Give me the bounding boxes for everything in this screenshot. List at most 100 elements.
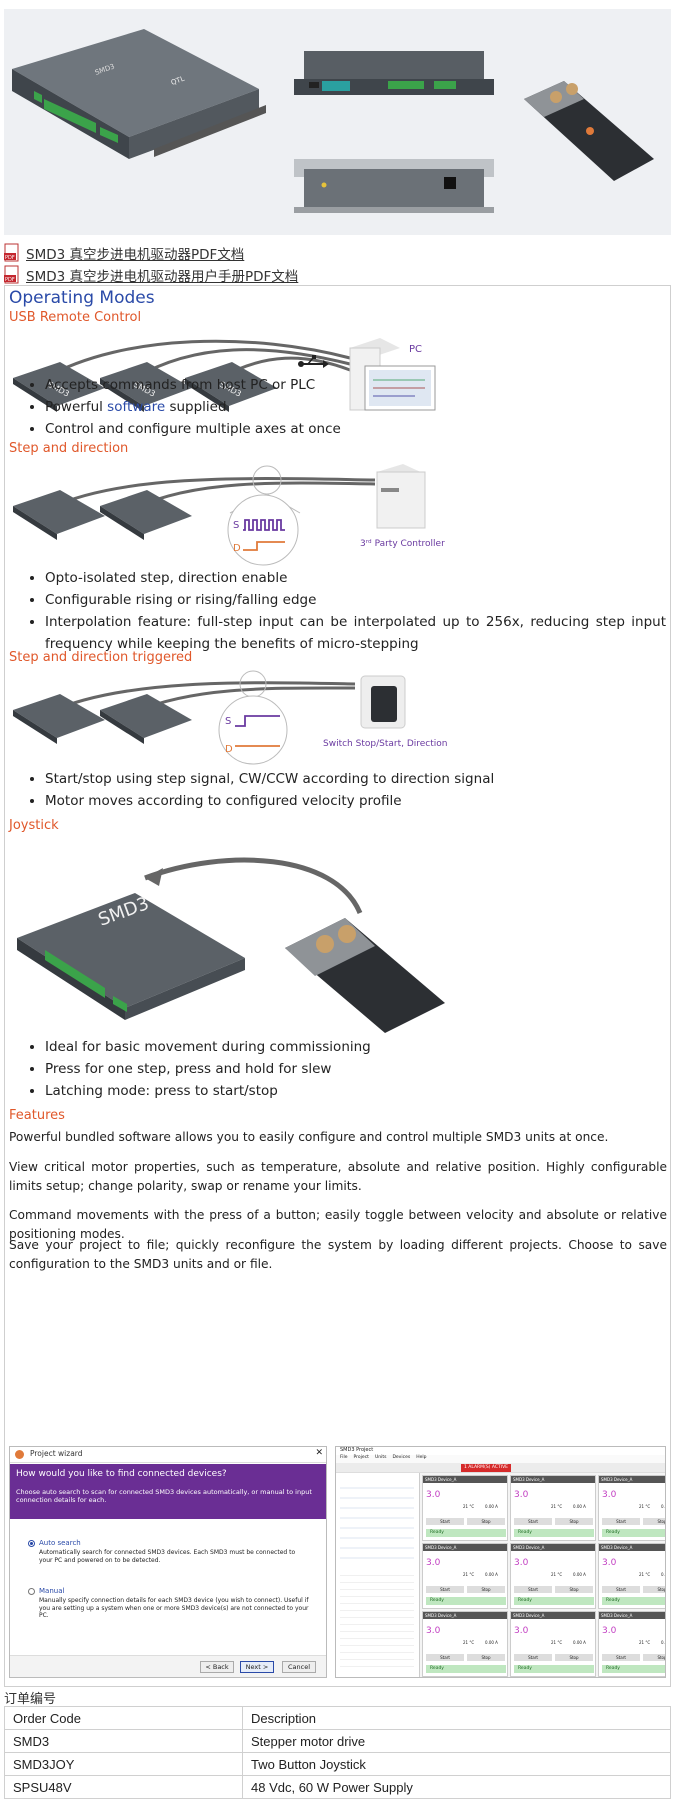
software-link[interactable]: software: [107, 399, 166, 415]
radio-selected[interactable]: [28, 1540, 35, 1547]
stop-button[interactable]: Stop: [467, 1654, 505, 1661]
panel-value: 3.0: [514, 1626, 529, 1636]
order-codes-table: Order Code Description SMD3 Stepper moto…: [4, 1706, 671, 1799]
list-item: Powerful software supplied: [45, 396, 670, 418]
mode-title-usb: USB Remote Control: [9, 310, 142, 325]
ready-status: Ready: [514, 1665, 594, 1673]
wizard-title: Project wizard: [30, 1449, 83, 1458]
list-item: Latching mode: press to start/stop: [45, 1080, 670, 1102]
stop-button[interactable]: Stop: [555, 1586, 593, 1593]
panel-temp: 21 °C: [639, 1504, 651, 1509]
wizard-intro: Choose auto search to scan for connected…: [16, 1488, 312, 1504]
auto-search-desc: Automatically search for connected SMD3 …: [39, 1549, 296, 1564]
stop-button[interactable]: Stop: [555, 1654, 593, 1661]
smd3-unit-3: SMD3: [185, 362, 277, 412]
joystick-diagram: SMD3: [17, 857, 445, 1033]
panel-temp: 21 °C: [639, 1640, 651, 1645]
stop-button[interactable]: Stop: [467, 1518, 505, 1525]
table-header-row: Order Code Description: [4, 1706, 671, 1730]
controller-label: 3ʳᵈ Party Controller: [360, 539, 445, 549]
pdf-link-user-manual[interactable]: PDF SMD3 真空步进电机驱动器用户手册PDF文档: [4, 264, 671, 286]
start-button[interactable]: Start: [426, 1654, 464, 1661]
close-icon[interactable]: ✕: [315, 1448, 323, 1458]
text-fragment: supplied: [165, 399, 227, 415]
panel-temp: 21 °C: [551, 1504, 563, 1509]
drive-unit-rear: [294, 51, 494, 95]
panel-value: 3.0: [514, 1490, 529, 1500]
smd3-app-screenshot: SMD3 Project File Project Units Devices …: [335, 1446, 666, 1678]
back-button[interactable]: < Back: [200, 1661, 234, 1673]
alarm-badge[interactable]: 1 ALARM(S) ACTIVE: [461, 1464, 512, 1472]
start-button[interactable]: Start: [602, 1586, 640, 1593]
panel-header: SMD3 Device_A: [423, 1544, 507, 1551]
svg-text:PDF: PDF: [5, 277, 15, 283]
stop-button[interactable]: Stop: [643, 1586, 665, 1593]
panel-header: SMD3 Device_A: [511, 1612, 595, 1619]
pdf-link-datasheet[interactable]: PDF SMD3 真空步进电机驱动器PDF文档: [4, 242, 671, 264]
start-button[interactable]: Start: [514, 1654, 552, 1661]
table-cell: Stepper motor drive: [242, 1729, 671, 1753]
start-button[interactable]: Start: [514, 1518, 552, 1525]
panel-current: 0.00 A: [573, 1640, 586, 1645]
stop-button[interactable]: Stop: [643, 1654, 665, 1661]
panel-temp: 21 °C: [639, 1572, 651, 1577]
panel-header: SMD3 Device_A: [599, 1612, 665, 1619]
step-signal-waveform: [243, 519, 285, 531]
pdf-link-label[interactable]: SMD3 真空步进电机驱动器用户手册PDF文档: [26, 269, 299, 285]
mode-title-joystick: Joystick: [9, 818, 59, 833]
panel-header: SMD3 Device_A: [423, 1476, 507, 1483]
mode-title-triggered: Step and direction triggered: [9, 650, 193, 665]
panel-temp: 21 °C: [463, 1640, 475, 1645]
table-header-cell: Order Code: [4, 1706, 243, 1730]
manual-desc: Manually specify connection details for …: [39, 1597, 309, 1619]
start-button[interactable]: Start: [514, 1586, 552, 1593]
cancel-button[interactable]: Cancel: [282, 1661, 316, 1673]
table-cell: SPSU48V: [4, 1775, 243, 1799]
start-button[interactable]: Start: [602, 1518, 640, 1525]
panel-current: 0.00 A: [661, 1572, 665, 1577]
start-button[interactable]: Start: [426, 1518, 464, 1525]
panel-current: 0.00 A: [661, 1504, 665, 1509]
pc-tower-icon: [349, 338, 436, 411]
menu-item-help[interactable]: Help: [416, 1455, 427, 1460]
svg-text:PDF: PDF: [5, 255, 15, 261]
menu-item-units[interactable]: Units: [374, 1455, 387, 1460]
joystick-feature-list: Ideal for basic movement during commissi…: [5, 1036, 670, 1102]
usb-remote-diagram: SMD3 SMD3 SMD3 PC: [13, 338, 436, 412]
app-logo-icon: [15, 1450, 24, 1459]
menu-item-devices[interactable]: Devices: [392, 1455, 411, 1460]
panel-temp: 21 °C: [463, 1572, 475, 1577]
smd3-unit-1: SMD3: [13, 362, 105, 412]
stop-button[interactable]: Stop: [555, 1518, 593, 1525]
menu-item-project[interactable]: Project: [353, 1455, 369, 1460]
stop-button[interactable]: Stop: [643, 1518, 665, 1525]
features-paragraph-1: Powerful bundled software allows you to …: [9, 1130, 609, 1144]
table-cell: SMD3JOY: [4, 1752, 243, 1776]
triggered-diagram: S D Switch Stop/Start, Direction: [13, 670, 447, 765]
menu-item-file[interactable]: File: [340, 1455, 348, 1460]
ready-status: Ready: [426, 1529, 506, 1537]
panel-current: 0.00 A: [661, 1640, 665, 1645]
stop-button[interactable]: Stop: [467, 1586, 505, 1593]
pdf-file-icon: PDF: [4, 265, 21, 285]
order-codes-title: 订单编号: [4, 1692, 57, 1707]
pc-label: PC: [409, 344, 422, 355]
list-item: Start/stop using step signal, CW/CCW acc…: [45, 768, 670, 790]
pdf-link-label[interactable]: SMD3 真空步进电机驱动器PDF文档: [26, 247, 245, 263]
panel-current: 0.00 A: [485, 1504, 498, 1509]
smd3-unit-1: [13, 490, 105, 540]
ready-status: Ready: [426, 1597, 506, 1605]
device-tree-panel: [336, 1473, 420, 1677]
table-row: SPSU48V 48 Vdc, 60 W Power Supply: [4, 1775, 671, 1799]
panel-value: 3.0: [426, 1490, 441, 1500]
drive-unit-front: [294, 159, 494, 213]
radio-unselected[interactable]: [28, 1588, 35, 1595]
start-button[interactable]: Start: [602, 1654, 640, 1661]
panel-value: 3.0: [426, 1558, 441, 1568]
section-heading: Operating Modes: [9, 288, 155, 308]
next-button[interactable]: Next >: [240, 1661, 274, 1673]
panel-current: 0.00 A: [573, 1504, 586, 1509]
start-button[interactable]: Start: [426, 1586, 464, 1593]
